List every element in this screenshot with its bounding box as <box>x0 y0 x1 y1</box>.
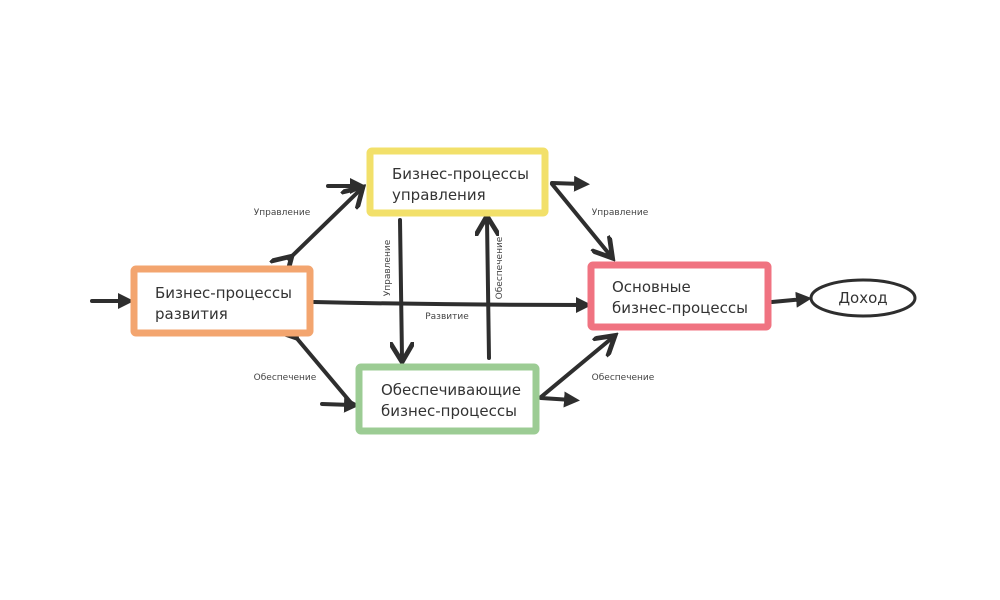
stub-arrow-management-right <box>550 175 590 192</box>
arrow-development-to-core <box>312 296 592 313</box>
label-mgmt-core: Управление <box>592 208 649 218</box>
arrow-support-core <box>539 338 612 399</box>
node-support-line1: Обеспечивающие <box>381 381 521 399</box>
node-support-line2: бизнес-процессы <box>381 402 517 420</box>
node-core-line1: Основные <box>612 278 691 296</box>
label-support-core: Обеспечение <box>592 373 655 383</box>
arrow-core-to-income <box>770 291 812 308</box>
node-income-label: Доход <box>838 289 887 307</box>
node-development-line1: Бизнес-процессы <box>155 284 292 302</box>
label-support-mgmt: Обеспечение <box>495 236 505 299</box>
label-mgmt-dev: Управление <box>254 208 311 218</box>
node-support: Обеспечивающие бизнес-процессы <box>355 363 540 435</box>
node-income: Доход <box>809 278 917 318</box>
arrows <box>90 175 812 413</box>
arrow-management-development <box>289 190 360 259</box>
arrow-management-to-support <box>400 218 402 358</box>
node-development: Бизнес-процессы развития <box>130 265 314 337</box>
label-mgmt-support: Управление <box>383 239 393 296</box>
label-dev-core: Развитие <box>425 312 469 322</box>
node-management-line1: Бизнес-процессы <box>392 165 529 183</box>
stub-arrow-support-right <box>539 391 580 408</box>
arrow-management-to-core <box>550 182 610 255</box>
arrow-support-to-management <box>487 220 489 360</box>
node-management: Бизнес-процессы управления <box>366 147 549 217</box>
node-core-line2: бизнес-процессы <box>612 299 748 317</box>
arrow-development-support <box>294 335 354 406</box>
node-management-line2: управления <box>392 186 486 204</box>
label-dev-support: Обеспечение <box>254 373 317 383</box>
stub-arrow-support-left <box>320 396 360 413</box>
node-development-line2: развития <box>155 305 228 323</box>
node-core: Основные бизнес-процессы <box>587 261 772 331</box>
